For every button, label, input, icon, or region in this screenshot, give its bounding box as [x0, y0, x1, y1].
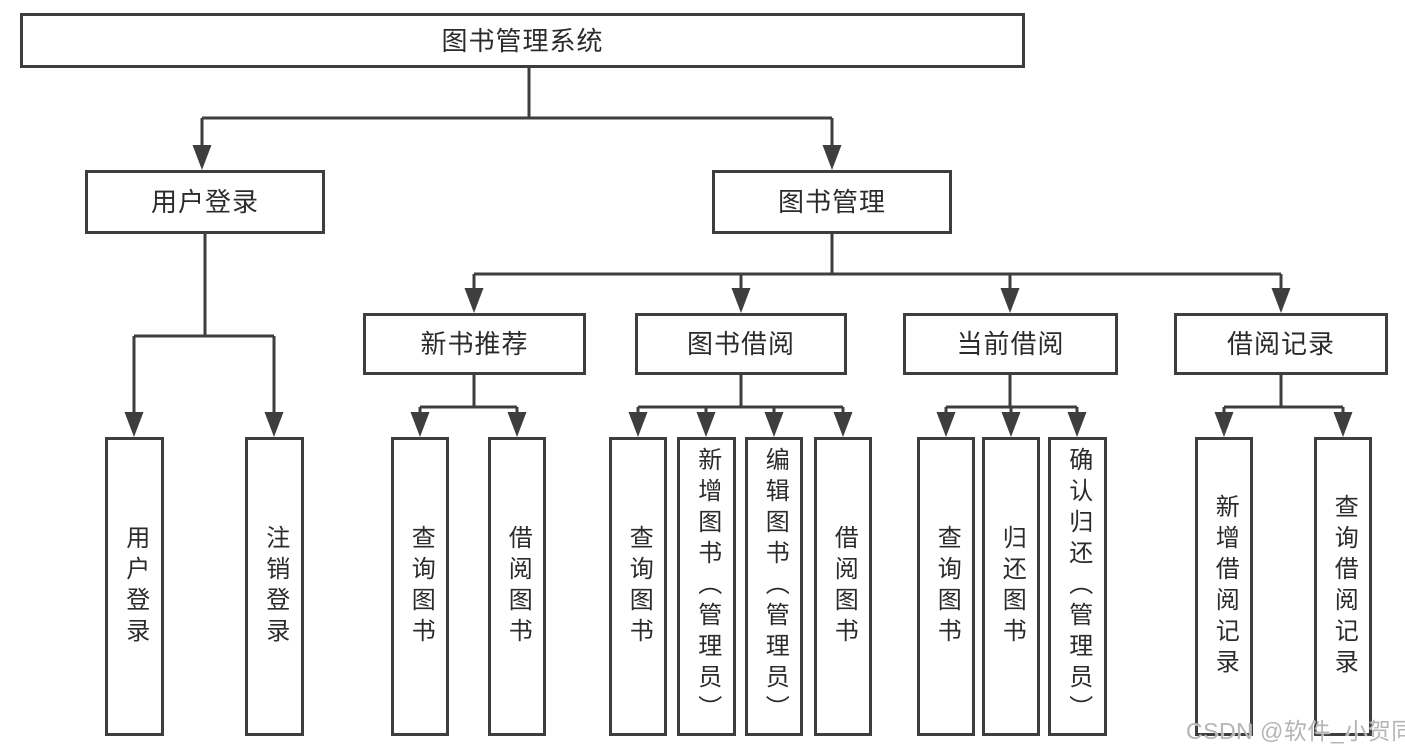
node-leaf-add-borrow-record: 新增借阅记录: [1195, 437, 1253, 736]
arrowhead: [822, 145, 842, 170]
arrowhead: [833, 412, 853, 437]
node-leaf-logout: 注销登录: [245, 437, 304, 736]
node-leaf-query-borrow-record: 查询借阅记录: [1314, 437, 1372, 736]
node-leaf-add-books-admin: 新增图书（管理员）: [677, 437, 736, 736]
node-label: 用户登录: [150, 187, 259, 217]
watermark: CSDN @软件_小贺同学: [1186, 718, 1405, 744]
node-label: 查询图书: [933, 524, 961, 649]
node-label: 查询借阅记录: [1330, 493, 1358, 680]
node-leaf-return-books: 归还图书: [982, 437, 1040, 736]
connector-records-to-leaves: [1222, 375, 1345, 415]
arrowhead: [936, 412, 956, 437]
arrowhead: [1333, 412, 1353, 437]
connector-userlogin-to-leaves: [132, 234, 276, 415]
node-leaf-query-books-current: 查询图书: [917, 437, 975, 736]
arrowhead: [264, 412, 284, 437]
arrowhead: [628, 412, 648, 437]
node-book-borrowing: 图书借阅: [635, 313, 847, 375]
connector-newbook-to-leaves: [418, 375, 519, 415]
node-leaf-borrow-books-recommend: 借阅图书: [488, 437, 546, 736]
arrowhead: [1271, 288, 1291, 313]
node-borrowing-records: 借阅记录: [1174, 313, 1388, 375]
node-label: 借阅记录: [1226, 329, 1335, 359]
node-label: 图书管理: [777, 187, 886, 217]
node-label: 查询图书: [625, 524, 653, 649]
node-label: 查询图书: [407, 524, 435, 649]
node-leaf-query-books-borrow: 查询图书: [609, 437, 667, 736]
arrowhead: [731, 288, 751, 313]
node-leaf-edit-books-admin: 编辑图书（管理员）: [745, 437, 803, 736]
node-library-management-system: 图书管理系统: [20, 13, 1025, 68]
node-label: 注销登录: [261, 524, 289, 649]
node-label: 新书推荐: [420, 329, 529, 359]
node-user-login: 用户登录: [85, 170, 325, 234]
arrowhead: [1067, 412, 1087, 437]
arrowhead: [464, 288, 484, 313]
arrowhead: [507, 412, 527, 437]
node-label: 确认归还（管理员）: [1064, 447, 1092, 726]
connector-borrow-to-leaves: [636, 375, 845, 415]
node-label: 图书管理系统: [441, 25, 604, 56]
node-leaf-confirm-return-admin: 确认归还（管理员）: [1048, 437, 1107, 736]
node-label: 用户登录: [121, 524, 149, 649]
node-label: 借阅图书: [830, 524, 858, 649]
connector-root-to-level2: [200, 68, 834, 147]
node-leaf-user-login: 用户登录: [105, 437, 164, 736]
arrowhead: [410, 412, 430, 437]
arrowhead: [1001, 412, 1021, 437]
connector-bookmgmt-to-level3: [472, 234, 1283, 291]
arrowheads: [124, 145, 1353, 437]
arrowhead: [1214, 412, 1234, 437]
arrowhead: [764, 412, 784, 437]
node-label: 新增借阅记录: [1211, 493, 1239, 680]
node-label: 归还图书: [998, 524, 1026, 649]
arrowhead: [124, 412, 144, 437]
node-label: 当前借阅: [956, 329, 1065, 359]
node-current-borrowing: 当前借阅: [903, 313, 1118, 375]
node-leaf-borrow-books: 借阅图书: [814, 437, 872, 736]
node-label: 新增图书（管理员）: [693, 447, 721, 726]
arrowhead: [1000, 288, 1020, 313]
node-leaf-query-books-recommend: 查询图书: [391, 437, 449, 736]
node-new-book-recommendation: 新书推荐: [363, 313, 586, 375]
node-book-management: 图书管理: [712, 170, 952, 234]
connector-current-to-leaves: [944, 375, 1079, 415]
node-label: 编辑图书（管理员）: [761, 447, 789, 726]
node-label: 图书借阅: [686, 329, 795, 359]
arrowhead: [696, 412, 716, 437]
node-label: 借阅图书: [504, 524, 532, 649]
arrowhead: [192, 145, 212, 170]
